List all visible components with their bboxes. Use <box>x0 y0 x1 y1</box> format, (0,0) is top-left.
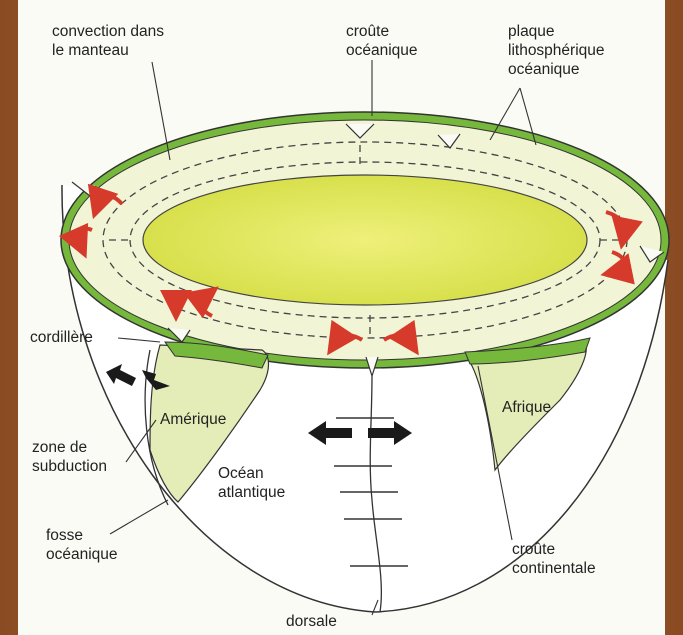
label-afrique: Afrique <box>502 398 551 417</box>
label-plaque-lithospherique-oceanique: plaque lithosphérique océanique <box>508 22 605 79</box>
label-croute-oceanique: croûte océanique <box>346 22 418 60</box>
label-ocean-atlantique: Océan atlantique <box>218 464 285 502</box>
label-dorsale: dorsale <box>286 612 337 631</box>
label-cordillere: cordillère <box>30 328 93 347</box>
outer-core <box>143 175 587 305</box>
label-fosse-oceanique: fosse océanique <box>46 526 118 564</box>
label-croute-continentale: croûte continentale <box>512 540 596 578</box>
label-amerique: Amérique <box>160 410 226 429</box>
label-convection-dans-le-manteau: convection dans le manteau <box>52 22 164 60</box>
label-zone-de-subduction: zone de subduction <box>32 438 107 476</box>
